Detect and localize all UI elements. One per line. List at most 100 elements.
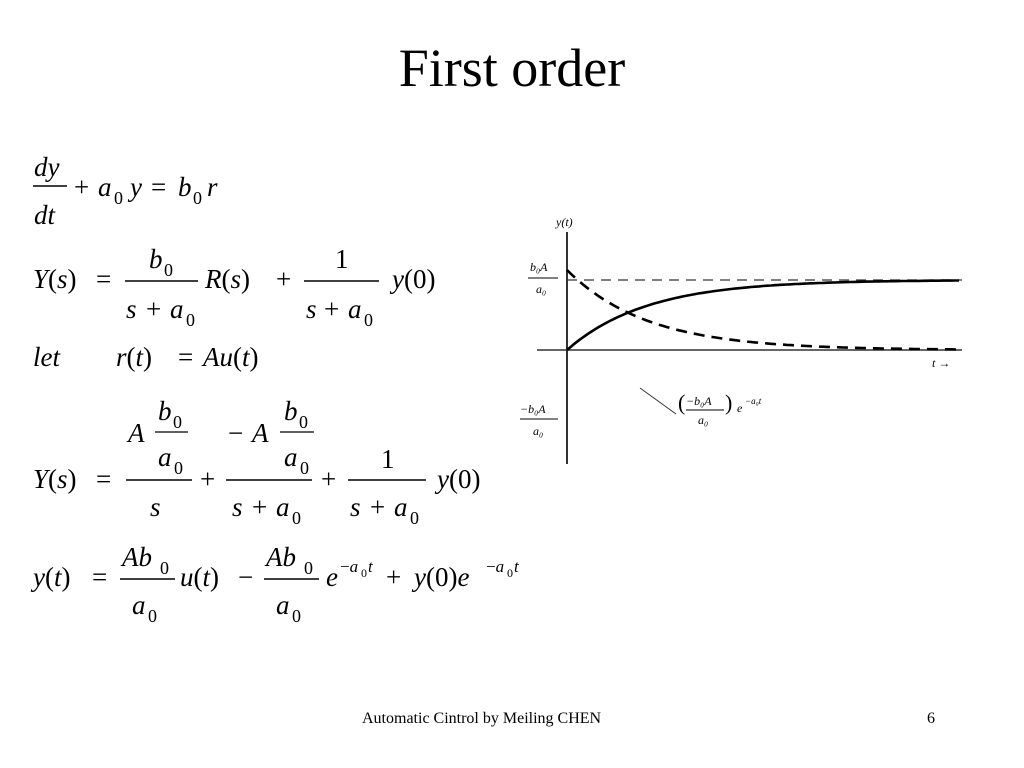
svg-text:a₀: a₀ (533, 424, 543, 438)
svg-text:+: + (386, 562, 401, 592)
svg-text:0: 0 (148, 606, 157, 626)
svg-text:y(t): y(t) (30, 562, 71, 592)
svg-text:r: r (207, 172, 218, 202)
svg-text:+: + (146, 294, 161, 324)
svg-text:dy: dy (34, 152, 60, 182)
t-axis-label: t → (932, 356, 950, 370)
svg-text:+: + (324, 294, 339, 324)
svg-text:A: A (126, 418, 145, 448)
svg-text:s: s (126, 294, 137, 324)
svg-text:0: 0 (364, 310, 373, 330)
transient-annotation: ( −b₀A a₀ ) e −a₀t (678, 390, 762, 427)
svg-text:0: 0 (160, 558, 169, 578)
svg-text:b: b (158, 396, 172, 426)
svg-text:0: 0 (186, 310, 195, 330)
svg-text:−a: −a (486, 557, 504, 576)
svg-text:1: 1 (335, 244, 349, 274)
footer-credit: Automatic Cintrol by Meiling CHEN (362, 710, 602, 727)
svg-text:t: t (514, 557, 520, 576)
upper-level-label: b₀A a₀ (528, 260, 558, 296)
svg-text:−b₀A: −b₀A (686, 394, 712, 408)
svg-text:a₀: a₀ (536, 282, 546, 296)
svg-text:t: t (368, 557, 374, 576)
svg-text:−a: −a (340, 557, 358, 576)
svg-text:(: ( (678, 390, 685, 415)
step-response-curve (566, 279, 959, 351)
svg-text:Y(s): Y(s) (33, 464, 77, 494)
svg-text:−a₀t: −a₀t (745, 396, 762, 406)
svg-text:Ab: Ab (120, 542, 152, 572)
svg-text:+: + (276, 264, 291, 294)
input-definition: let r(t) = Au(t) (33, 342, 259, 372)
svg-text:Au(t): Au(t) (201, 342, 259, 372)
svg-text:Y(s): Y(s) (33, 264, 77, 294)
svg-text:R(s): R(s) (204, 264, 250, 294)
svg-text:u(t): u(t) (180, 562, 219, 592)
step-response-figure: y(t) t → b₀A a₀ −b₀A a₀ ( −b₀A a₀ ) e −a… (520, 215, 962, 464)
svg-text:a: a (394, 492, 408, 522)
svg-text:0: 0 (300, 458, 309, 478)
svg-text:−b₀A: −b₀A (520, 402, 546, 416)
svg-text:+: + (74, 172, 89, 202)
svg-text:0: 0 (114, 188, 123, 208)
svg-text:s: s (232, 492, 243, 522)
svg-text:a: a (348, 294, 362, 324)
lower-level-label: −b₀A a₀ (520, 402, 558, 438)
svg-text:0: 0 (173, 412, 182, 432)
svg-text:s: s (150, 492, 161, 522)
svg-text:+: + (252, 492, 267, 522)
svg-text:a: a (276, 590, 290, 620)
svg-text:dt: dt (34, 200, 57, 230)
svg-text:0: 0 (164, 260, 173, 280)
svg-text:−: − (238, 562, 253, 592)
svg-text:0: 0 (292, 606, 301, 626)
svg-text:b₀A: b₀A (530, 260, 548, 274)
svg-text:−: − (228, 418, 243, 448)
svg-text:e: e (737, 401, 743, 415)
slide-title: First order (398, 38, 626, 98)
svg-text:A: A (250, 418, 269, 448)
svg-text:0: 0 (507, 566, 513, 580)
svg-text:0: 0 (361, 566, 367, 580)
svg-text:a: a (132, 590, 146, 620)
svg-text:=: = (92, 562, 107, 592)
svg-text:0: 0 (299, 412, 308, 432)
svg-text:0: 0 (193, 188, 202, 208)
svg-text:b: b (149, 244, 163, 274)
svg-text:=: = (151, 172, 166, 202)
page-number: 6 (927, 710, 935, 727)
svg-text:a: a (284, 442, 298, 472)
svg-text:s: s (350, 492, 361, 522)
svg-text:e: e (326, 562, 338, 592)
svg-text:0: 0 (304, 558, 313, 578)
equation-block: dy dt + a 0 y = b 0 r Y(s) = b 0 s + a 0… (30, 152, 520, 626)
svg-text:Ab: Ab (264, 542, 296, 572)
svg-text:+: + (370, 492, 385, 522)
partial-fraction-equation: Y(s) = A b 0 a 0 s + − A b 0 a 0 s + a 0… (33, 396, 480, 528)
ode-equation: dy dt + a 0 y = b 0 r (33, 152, 218, 230)
svg-text:y: y (127, 172, 142, 202)
annotation-leader (639, 387, 677, 415)
svg-text:): ) (725, 390, 732, 415)
svg-text:0: 0 (174, 458, 183, 478)
svg-text:a: a (158, 442, 172, 472)
svg-text:a: a (170, 294, 184, 324)
transient-curve (566, 269, 959, 351)
svg-text:y(0): y(0) (434, 464, 480, 494)
time-response-equation: y(t) = Ab 0 a 0 u(t) − Ab 0 a 0 e −a 0 t… (30, 542, 520, 626)
svg-text:+: + (200, 464, 215, 494)
svg-text:let: let (33, 342, 61, 372)
svg-text:=: = (96, 464, 111, 494)
svg-text:+: + (321, 464, 336, 494)
svg-text:a₀: a₀ (698, 413, 708, 427)
svg-text:1: 1 (381, 444, 395, 474)
y-axis-label: y(t) (555, 215, 573, 229)
svg-text:b: b (178, 172, 192, 202)
svg-text:=: = (178, 342, 193, 372)
svg-text:0: 0 (292, 508, 301, 528)
svg-text:b: b (284, 396, 298, 426)
laplace-equation: Y(s) = b 0 s + a 0 R(s) + 1 s + a 0 y(0) (33, 244, 435, 330)
svg-text:=: = (96, 264, 111, 294)
svg-text:r(t): r(t) (116, 342, 152, 372)
svg-text:0: 0 (410, 508, 419, 528)
